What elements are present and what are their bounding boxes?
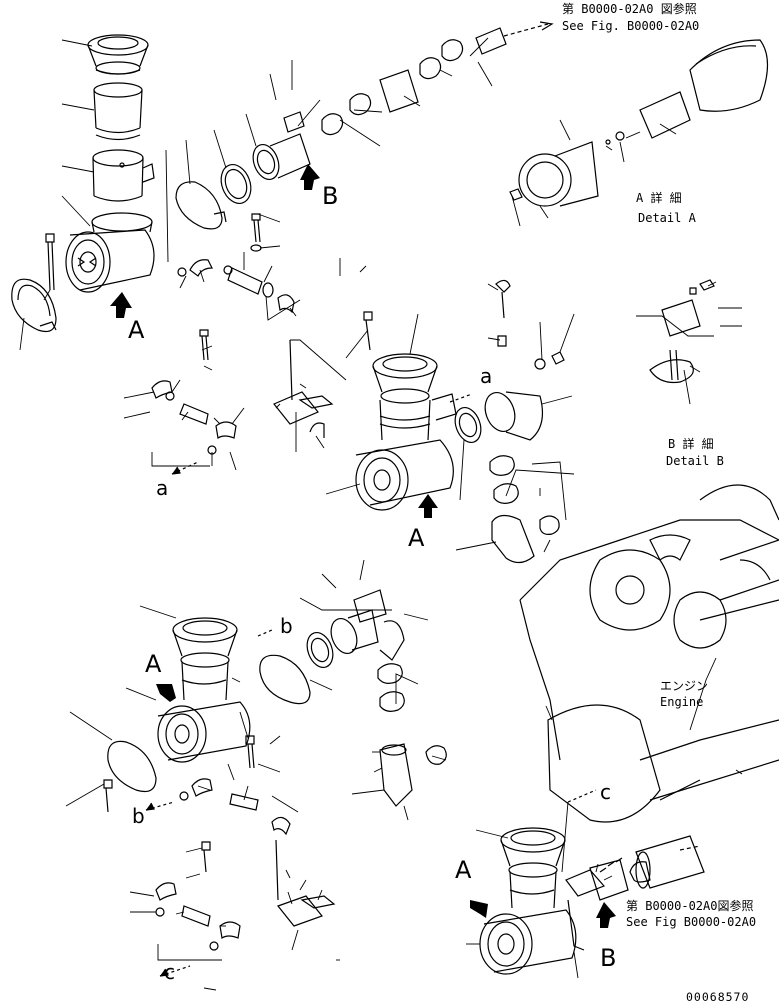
air-cleaner-body-lower-left: [158, 662, 250, 762]
callout-A-top-left: A: [128, 316, 145, 344]
rain-cap-top: [94, 83, 142, 140]
top-reference-jp: 第 B0000-02A0 図参照: [562, 2, 697, 16]
callout-A-lower-left: A: [145, 650, 162, 678]
engine-label-jp: エンジン: [660, 679, 709, 693]
filter-element-top: [93, 150, 154, 201]
clamps-lower-left: [378, 664, 446, 806]
gasket-lower-left: [303, 629, 338, 671]
bottom-reference-jp: 第 B0000-02A0図参照: [626, 899, 754, 913]
detail-b-assembly: [650, 280, 714, 383]
adapter-lower-right: [566, 858, 650, 950]
callout-B-lower-right: B: [600, 944, 617, 972]
callout-b-lower: b: [280, 614, 293, 638]
air-cleaner-body-top: [66, 213, 154, 292]
callout-c-left: c: [164, 960, 175, 984]
flow-arrows: [110, 164, 616, 928]
gasket-top: [216, 160, 256, 207]
detail-a-assembly: [510, 40, 768, 206]
adapter-top: [249, 112, 310, 183]
intake-pipe-lower-right: [636, 836, 704, 888]
callout-a-left: a: [156, 476, 169, 500]
drawing-number: 00068570: [686, 990, 750, 1004]
clamps-center: [490, 456, 559, 563]
mounting-band-lower-left: [104, 741, 156, 812]
callout-B-top: B: [322, 182, 339, 210]
callout-A-lower-right: A: [455, 856, 472, 884]
leader-lines: [20, 38, 742, 990]
clamp-set-top: [322, 22, 552, 135]
callout-b-left: b: [132, 804, 145, 828]
detail-a-label-en: Detail A: [638, 211, 696, 225]
detail-a-label-jp: A 詳 細: [636, 191, 682, 205]
precleaner-cap-lower-right: [501, 828, 565, 877]
detail-b-label-jp: B 詳 細: [668, 437, 714, 451]
evacuator-valve-parts-center: [152, 280, 564, 454]
top-reference-en: See Fig. B0000-02A0: [562, 19, 700, 33]
engine-label-en: Engine: [660, 695, 704, 709]
callout-A-center: A: [408, 524, 425, 552]
hose-band-lower-left: [260, 655, 310, 703]
precleaner-cap-lower-left: [173, 618, 237, 667]
precleaner-cap-center: [373, 354, 437, 403]
adapter-lower-left: [327, 590, 404, 660]
callout-a-center: a: [480, 364, 493, 388]
engine-outline: [520, 485, 779, 822]
evacuator-valve-parts-top: [178, 214, 294, 312]
adapter-center: [480, 388, 542, 440]
hose-band-top: [176, 182, 226, 229]
bottom-reference-en: See Fig B0000-02A0: [626, 915, 757, 929]
bolt-left: [46, 234, 54, 290]
reference-arrows: [146, 394, 596, 976]
air-cleaner-body-center: [356, 394, 456, 510]
precleaner-cap-top: [88, 35, 148, 74]
gasket-center: [451, 404, 486, 446]
detail-b-label-en: Detail B: [666, 454, 724, 468]
mounting-band-left: [12, 279, 56, 331]
air-cleaner-body-lower-right: [480, 872, 576, 974]
callout-c-right: c: [600, 780, 611, 804]
evacuator-valve-parts-lower-left: [156, 736, 334, 950]
